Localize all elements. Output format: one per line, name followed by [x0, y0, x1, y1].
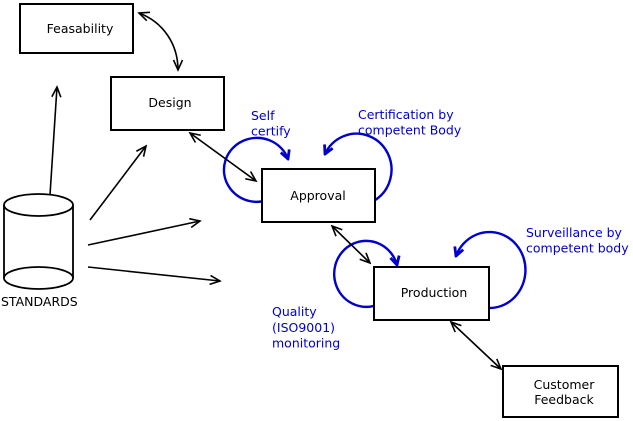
- annotation-certification: Certification by competent Body: [358, 107, 462, 138]
- cylinder-bottom-ellipse: [3, 266, 74, 290]
- quality-line1: Quality: [272, 304, 317, 319]
- design-label: Design: [148, 95, 191, 110]
- certification-line2: competent Body: [358, 123, 462, 138]
- node-design: Design: [110, 76, 225, 131]
- arrow-standards-design: [89, 146, 146, 221]
- surveillance-line2: competent body: [526, 241, 629, 256]
- arrow-standards-approval: [87, 221, 200, 246]
- self-certify-line1: Self: [251, 108, 275, 123]
- approval-box: [261, 168, 376, 223]
- node-feasability: Feasability: [19, 3, 134, 54]
- self-loop-production-quality: [332, 239, 397, 309]
- arrow-production-customer-feedback: [451, 322, 501, 369]
- self-certify-line2: certify: [251, 124, 291, 139]
- arrow-approval-production: [332, 226, 370, 263]
- cylinder-top-ellipse: [3, 193, 74, 217]
- surveillance-line1: Surveillance by: [526, 225, 623, 240]
- arrow-standards-production: [87, 266, 220, 281]
- design-box: [110, 76, 225, 131]
- arrow-standards-feasability: [49, 87, 57, 196]
- approval-label: Approval: [290, 188, 345, 203]
- node-production: Production: [373, 266, 490, 321]
- standards-database-cylinder: [3, 193, 74, 290]
- annotation-surveillance: Surveillance by competent body: [526, 225, 629, 256]
- annotation-quality-monitoring: Quality (ISO9001) monitoring: [272, 304, 340, 351]
- arrow-feasability-design: [139, 13, 178, 70]
- node-customer-feedback: Customer Feedback: [502, 365, 619, 418]
- arrow-design-approval: [190, 133, 256, 181]
- cylinder-sides: [3, 205, 74, 278]
- annotation-self-certify: Self certify: [251, 108, 291, 139]
- production-box: [373, 266, 490, 321]
- feasability-box: [19, 3, 134, 54]
- quality-line2: (ISO9001): [272, 320, 335, 335]
- feasability-label: Feasability: [47, 21, 114, 36]
- self-loop-production-surveillance: [456, 230, 527, 310]
- certification-line1: Certification by: [358, 107, 454, 122]
- customer-feedback-label-line2: Feedback: [534, 392, 594, 407]
- standards-label: STANDARDS: [1, 294, 78, 309]
- customer-feedback-box: [502, 365, 619, 418]
- quality-line3: monitoring: [272, 336, 340, 351]
- customer-feedback-label-line1: Customer: [534, 377, 596, 392]
- production-label: Production: [401, 285, 468, 300]
- node-approval: Approval: [261, 168, 376, 223]
